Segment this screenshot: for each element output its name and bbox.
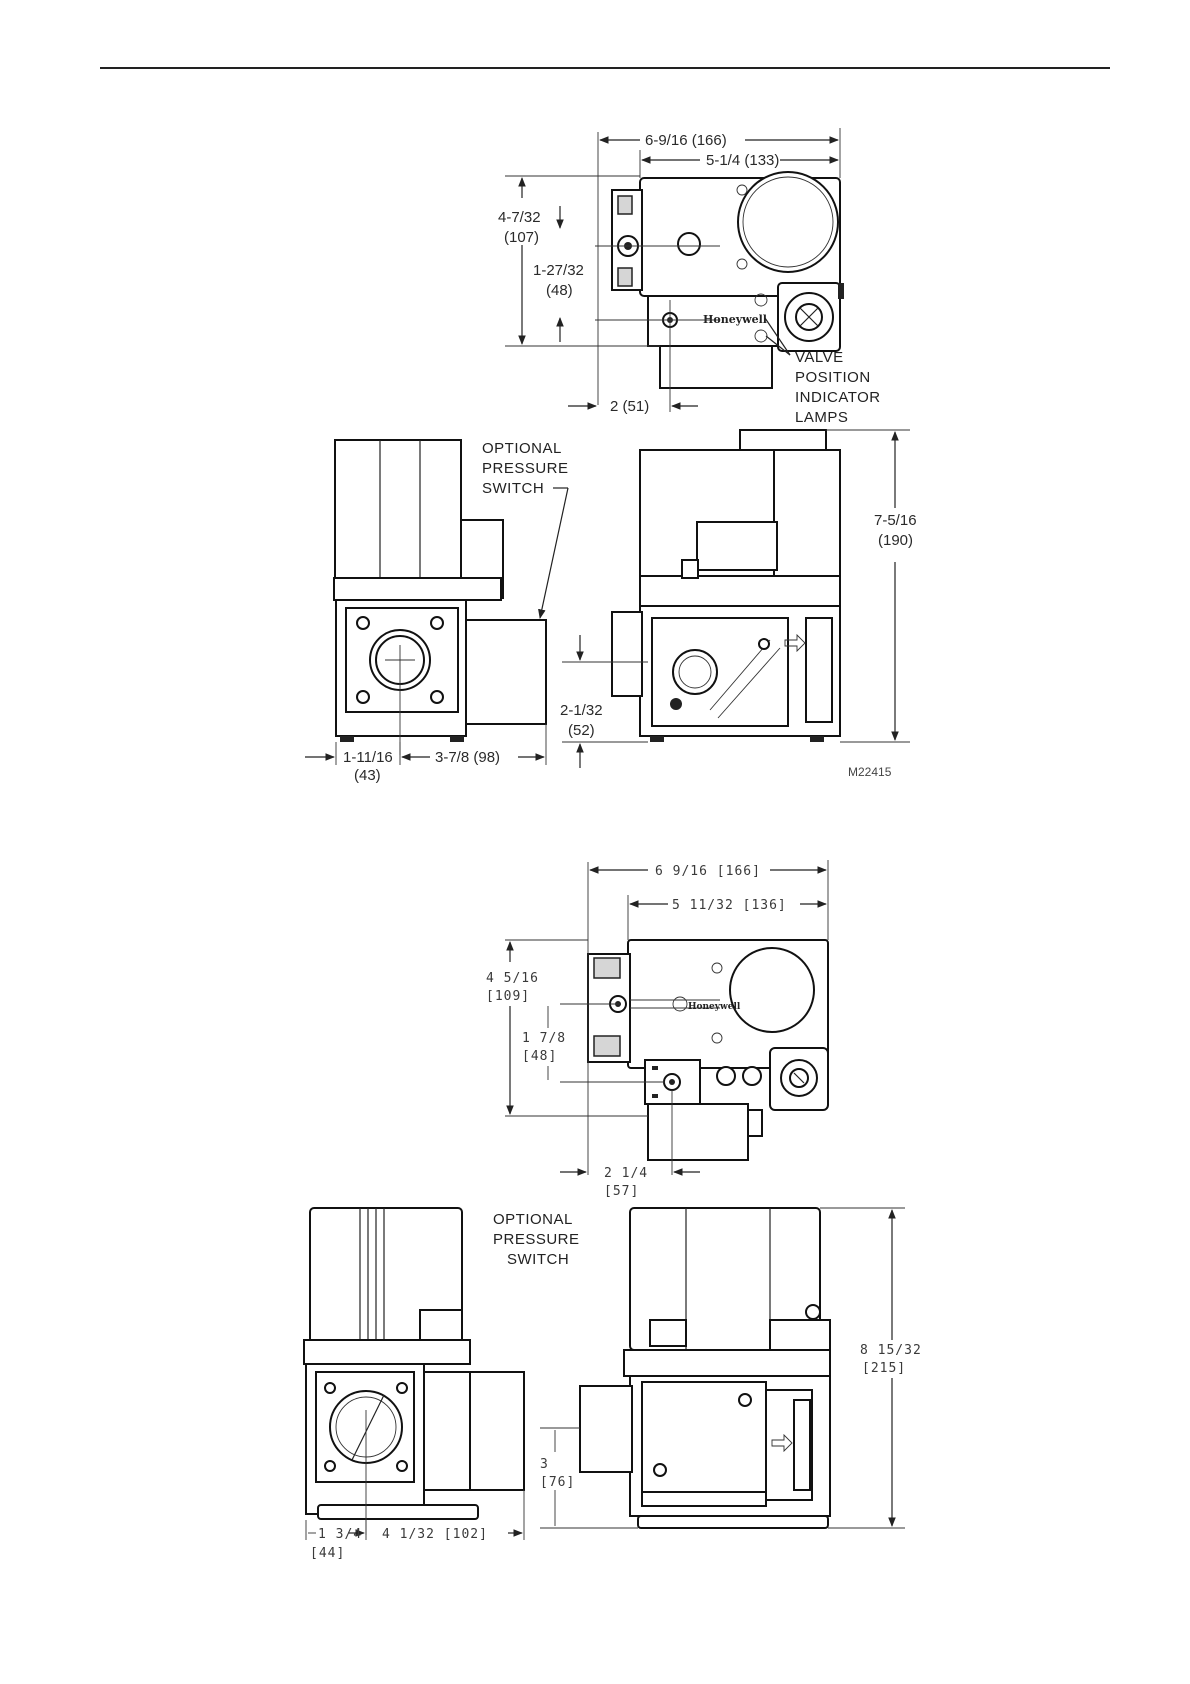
- fig2-dim-left-2: [44]: [310, 1546, 345, 1561]
- fig2-dim-left-1: 1 3/4: [318, 1527, 362, 1542]
- fig2-dim-bottom-1: 3: [540, 1457, 549, 1472]
- fig1-dim-body-width: 5-1/4 (133): [706, 152, 779, 169]
- fig2-dim-offset-2: [57]: [604, 1184, 639, 1199]
- fig1-dim-total-height-2: (190): [878, 532, 913, 549]
- fig1-dim-inlet-width: 3-7/8 (98): [435, 749, 500, 766]
- fig1-dimensions: [505, 128, 841, 410]
- fig2-pressure-line3: SWITCH: [507, 1251, 569, 1268]
- fig1-dim-left-1: 1-11/16: [343, 749, 393, 766]
- fig2-dim-offset-1: 2 1/4: [604, 1166, 648, 1181]
- fig2-dim-height-a-2: [109]: [486, 989, 530, 1004]
- fig1-lamps-callout: VALVE POSITION INDICATOR LAMPS: [764, 317, 881, 426]
- lamps-callout-line2: POSITION: [795, 369, 871, 386]
- lamps-callout-line1: VALVE: [795, 349, 844, 366]
- fig2-dim-body-width: 5 11/32 [136]: [672, 898, 787, 913]
- fig2-dim-overall-width: 6 9/16 [166]: [655, 864, 761, 879]
- fig1-lower-dimensions: [305, 429, 910, 768]
- fig1-dim-left-2: (43): [354, 767, 381, 784]
- fig1-front-view: [611, 429, 841, 742]
- fig2-dim-total-height-2: [215]: [862, 1361, 906, 1376]
- fig2-front-view: [579, 1207, 831, 1529]
- fig2-dim-bottom-2: [76]: [540, 1475, 575, 1490]
- fig1-top-view: Honeywell: [595, 171, 844, 412]
- fig2-dim-height-b-1: 1 7/8: [522, 1031, 566, 1046]
- fig1-pressure-line1: OPTIONAL: [482, 440, 562, 457]
- fig1-pressure-line2: PRESSURE: [482, 460, 569, 477]
- fig2-top-view: Honeywell: [560, 939, 829, 1175]
- fig2-brand-label: Honeywell: [688, 1002, 741, 1012]
- fig1-dim-height-a-1: 4-7/32: [498, 209, 541, 226]
- fig1-dim-offset: 2 (51): [610, 398, 649, 415]
- fig1-brand-label: Honeywell: [703, 313, 767, 326]
- fig2-pressure-line1: OPTIONAL: [493, 1211, 573, 1228]
- fig2-pressure-callout: OPTIONAL PRESSURE SWITCH: [493, 1211, 580, 1268]
- fig1-dim-bottom-1: 2-1/32: [560, 702, 603, 719]
- lamps-callout-line3: INDICATOR: [795, 389, 881, 406]
- fig1-side-view: [333, 439, 547, 755]
- fig1-dim-height-b-1: 1-27/32: [533, 262, 584, 279]
- fig1-dim-overall-width: 6-9/16 (166): [645, 132, 727, 149]
- fig2-pressure-line2: PRESSURE: [493, 1231, 580, 1248]
- fig1-dim-total-height-1: 7-5/16: [874, 512, 917, 529]
- fig1-pressure-callout: OPTIONAL PRESSURE SWITCH: [482, 440, 569, 619]
- figure-1: Honeywell 6-9/16 (166) 5-1/4 (133): [305, 128, 917, 784]
- fig2-dim-total-height-1: 8 15/32: [860, 1343, 922, 1358]
- lamps-callout-line4: LAMPS: [795, 409, 848, 426]
- fig2-dim-height-a-1: 4 5/16: [486, 971, 539, 986]
- fig1-dim-height-b-2: (48): [546, 282, 573, 299]
- figure-2: Honeywell: [303, 860, 922, 1561]
- fig1-drawing-id: M22415: [848, 765, 892, 779]
- fig1-dim-height-a-2: (107): [504, 229, 539, 246]
- fig2-side-view: [303, 1207, 525, 1535]
- fig2-dimensions: [505, 860, 829, 1176]
- fig2-dim-height-b-2: [48]: [522, 1049, 557, 1064]
- fig2-dim-inlet-width: 4 1/32 [102]: [382, 1527, 488, 1542]
- fig1-pressure-line3: SWITCH: [482, 480, 544, 497]
- header-rule: [100, 67, 1110, 69]
- fig1-dim-bottom-2: (52): [568, 722, 595, 739]
- fig2-lower-dimensions: [305, 1207, 905, 1540]
